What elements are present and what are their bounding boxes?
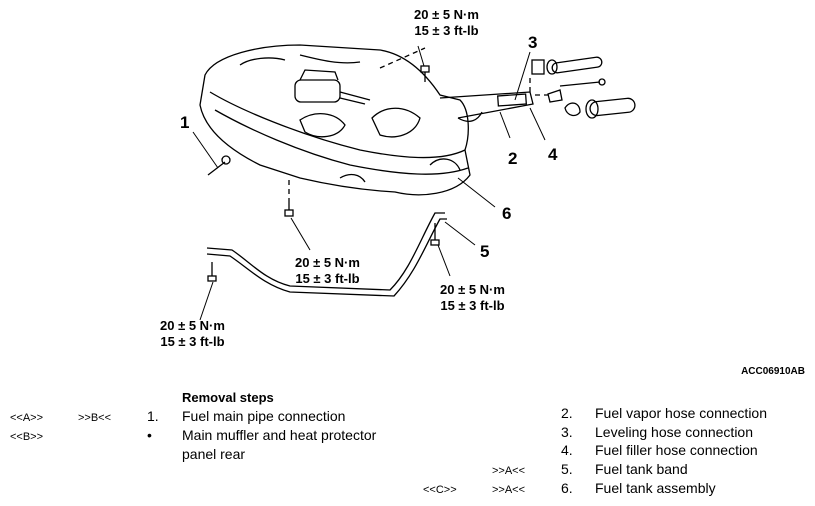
torque-nm: 20 ± 5 N·m bbox=[295, 255, 360, 270]
step-text: Fuel filler hose connection bbox=[595, 442, 758, 458]
step-code: >>B<< bbox=[78, 412, 112, 424]
bolt-1 bbox=[207, 155, 231, 176]
callout-6: 6 bbox=[502, 204, 512, 223]
step-text: Leveling hose connection bbox=[595, 424, 754, 440]
bolt-top bbox=[420, 65, 430, 82]
torque-nm: 20 ± 5 N·m bbox=[160, 318, 225, 333]
step-number: • bbox=[147, 427, 152, 443]
alignment-lines bbox=[288, 47, 548, 198]
torque-ftlb: 15 ± 3 ft-lb bbox=[160, 334, 225, 349]
fuel-tank bbox=[199, 44, 534, 196]
callout-2: 2 bbox=[508, 149, 518, 168]
step-number: 4. bbox=[561, 442, 573, 458]
step-code: >>A<< bbox=[492, 465, 526, 477]
hoses bbox=[531, 56, 636, 119]
callout-4: 4 bbox=[548, 145, 558, 164]
torque-ftlb: 15 ± 3 ft-lb bbox=[414, 23, 479, 38]
step-text: Fuel tank band bbox=[595, 461, 688, 477]
callout-3: 3 bbox=[528, 33, 538, 52]
step-number: 3. bbox=[561, 424, 573, 440]
bolt-band-right bbox=[430, 223, 440, 246]
figure-id: ACC06910AB bbox=[741, 366, 805, 377]
torque-label-right: 20 ± 5 N·m 15 ± 3 ft-lb bbox=[440, 282, 505, 314]
removal-heading: Removal steps bbox=[182, 390, 274, 405]
step-text: Main muffler and heat protector bbox=[182, 427, 377, 443]
step-number: 1. bbox=[147, 408, 159, 424]
step-code: <<C>> bbox=[423, 484, 457, 496]
step-code: <<B>> bbox=[10, 431, 44, 443]
bolt-band-left bbox=[207, 262, 217, 282]
step-code: <<A>> bbox=[10, 412, 44, 424]
step-number: 5. bbox=[561, 461, 573, 477]
bolt-bottom bbox=[284, 198, 294, 217]
torque-label-center: 20 ± 5 N·m 15 ± 3 ft-lb bbox=[295, 255, 360, 287]
step-number: 2. bbox=[561, 405, 573, 421]
step-text: Fuel tank assembly bbox=[595, 480, 716, 496]
torque-label-top: 20 ± 5 N·m 15 ± 3 ft-lb bbox=[414, 7, 479, 39]
callout-1: 1 bbox=[180, 113, 190, 132]
step-text: Fuel vapor hose connection bbox=[595, 405, 767, 421]
fuel-tank-illustration bbox=[192, 44, 636, 321]
torque-ftlb: 15 ± 3 ft-lb bbox=[295, 271, 360, 286]
torque-ftlb: 15 ± 3 ft-lb bbox=[440, 298, 505, 313]
step-text-continued: panel rear bbox=[182, 446, 246, 462]
torque-nm: 20 ± 5 N·m bbox=[440, 282, 505, 297]
step-text: Fuel main pipe connection bbox=[182, 408, 346, 424]
leader-lines bbox=[192, 45, 546, 321]
fuel-tank-band bbox=[206, 212, 447, 297]
step-number: 6. bbox=[561, 480, 573, 496]
callout-5: 5 bbox=[480, 242, 490, 261]
step-code: >>A<< bbox=[492, 484, 526, 496]
torque-nm: 20 ± 5 N·m bbox=[414, 7, 479, 22]
torque-label-left: 20 ± 5 N·m 15 ± 3 ft-lb bbox=[160, 318, 225, 350]
